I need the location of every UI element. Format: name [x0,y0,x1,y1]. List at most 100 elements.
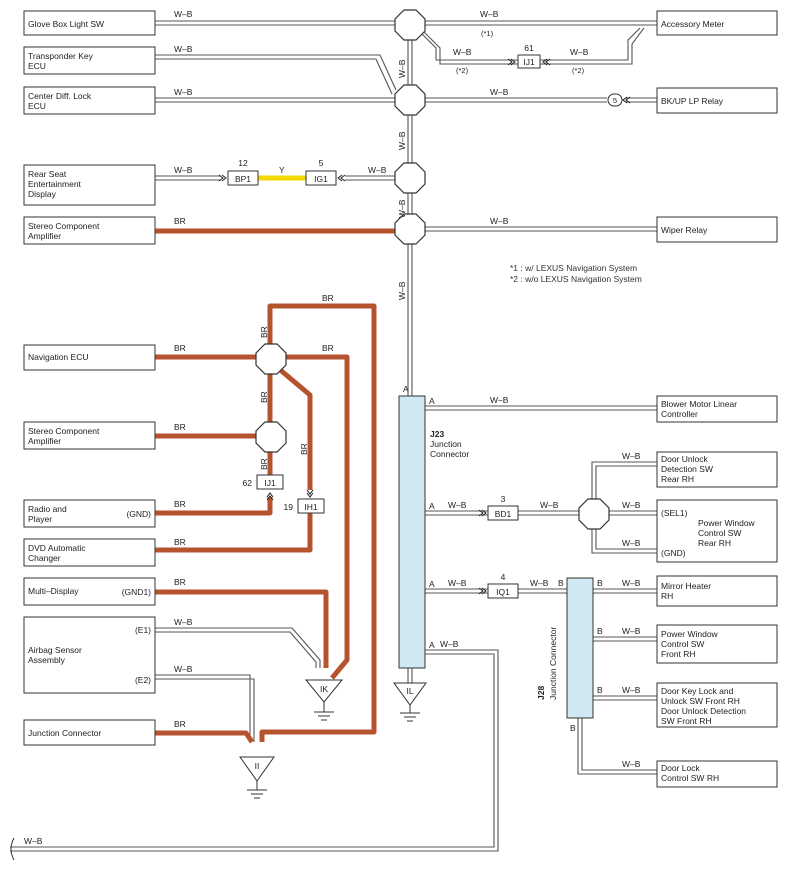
wire-label: W–B [540,500,559,510]
wire-label: W–B [174,87,193,97]
j23-name-2: Connector [430,449,469,459]
ground-symbols [239,679,427,799]
splice-points [255,9,610,530]
door-lock-label-1: Door Lock [661,763,700,773]
multi-display-label: Multi–Display [28,586,79,596]
accessory-meter-label: Accessory Meter [661,19,724,29]
pw-rear-gnd-pin: (GND) [661,548,686,558]
pw-front-label-1: Power Window [661,629,719,639]
radio-gnd-pin: (GND) [126,509,151,519]
bkup-relay-label: BK/UP LP Relay [661,96,724,106]
pin-b: B [570,723,576,733]
wire-label: BR [174,343,186,353]
ground-il-label: IL [406,686,413,696]
wire-label: W–B [490,395,509,405]
pin-letters: A A A A A B B B B B [403,384,603,733]
pin-b: B [597,626,603,636]
pw-front-label-2: Control SW [661,639,704,649]
pin-a: A [403,384,409,394]
bkup-pin-5: 5 [613,96,617,105]
door-key-label-3: Door Unlock Detection [661,706,746,716]
marker-star-2: (*2) [572,66,585,75]
wire-label: W–B [622,759,641,769]
wire-label: W–B [490,216,509,226]
wire-label: BR [322,293,334,303]
wb-wires-ground [155,627,321,742]
connector-ig1: IG1 [314,174,328,184]
pin-a: A [429,396,435,406]
connector-ij1-mid: IJ1 [264,478,276,488]
door-key-label-4: SW Front RH [661,716,712,726]
marker-star-2: (*2) [456,66,469,75]
wire-label: W–B [622,500,641,510]
br-wires [155,228,400,744]
wire-label: W–B [490,87,509,97]
wiper-relay-label: Wiper Relay [661,225,708,235]
dvd-label-1: DVD Automatic [28,543,86,553]
door-unlock-rr-label-3: Rear RH [661,474,694,484]
mirror-label-2: RH [661,591,673,601]
pw-rear-sel1-pin: (SEL1) [661,508,688,518]
marker-star-1: (*1) [481,29,494,38]
door-unlock-rr-label-1: Door Unlock [661,454,709,464]
wire-label: W–B [570,47,589,57]
pin-a: A [429,501,435,511]
airbag-label-1: Airbag Sensor [28,645,82,655]
door-key-label-1: Door Key Lock and [661,686,734,696]
pin-62: 62 [243,478,253,488]
rear-seat-label-3: Display [28,189,57,199]
wire-label: W–B [174,617,193,627]
pin-5: 5 [319,158,324,168]
connector-ij1-top: IJ1 [523,57,535,67]
small-connectors [227,54,623,599]
wire-label: BR [174,719,186,729]
wb-wire-labels: W–B W–B W–B W–B W–B W–B W–B W–B W–B W–B … [24,9,641,846]
ground-ik-label: IK [320,684,328,694]
dvd-label-2: Changer [28,553,61,563]
wire-label: BR [174,537,186,547]
center-diff-label-1: Center Diff. Lock [28,91,92,101]
connector-bp1: BP1 [235,174,251,184]
wire-label: W–B [622,578,641,588]
navigation-label: Navigation ECU [28,352,88,362]
wire-label: W–B [530,578,549,588]
wire-label: BR [259,326,269,338]
wire-label: W–B [397,199,407,218]
wire-label: BR [174,422,186,432]
transponder-label-1: Transponder Key [28,51,94,61]
pin-a: A [429,640,435,650]
blower-label-1: Blower Motor Linear [661,399,737,409]
connector-iq1: IQ1 [496,587,510,597]
wire-label: BR [322,343,334,353]
door-unlock-rr-label-2: Detection SW [661,464,713,474]
wire-label: W–B [174,165,193,175]
pin-4: 4 [501,572,506,582]
mirror-label-1: Mirror Heater [661,581,711,591]
wire-label: W–B [174,44,193,54]
j23-id: J23 [430,429,444,439]
wire-label: BR [174,577,186,587]
pin-19: 19 [284,502,294,512]
wire-label: W–B [397,131,407,150]
wire-label: W–B [448,500,467,510]
j23-name-1: Junction [430,439,462,449]
left-edge-break [10,837,15,861]
multi-gnd1-pin: (GND1) [122,587,151,597]
radio-label-1: Radio and [28,504,67,514]
pin-3: 3 [501,494,506,504]
right-component-boxes [656,10,778,788]
j28-id: J28 [536,686,546,700]
connector-bd1: BD1 [495,509,512,519]
wb-wires-right [10,405,657,852]
wire-label: BR [174,499,186,509]
left-component-boxes [23,10,156,746]
j23-junction-connector [398,395,426,669]
wb-wires-top [155,20,657,398]
airbag-e2-pin: (E2) [135,675,151,685]
wire-label: W–B [397,59,407,78]
pin-12: 12 [238,158,248,168]
wire-label: W–B [397,281,407,300]
j28-name: Junction Connector [548,627,558,700]
rear-seat-label-2: Entertainment [28,179,82,189]
note-2: *2 : w/o LEXUS Navigation System [510,274,642,284]
